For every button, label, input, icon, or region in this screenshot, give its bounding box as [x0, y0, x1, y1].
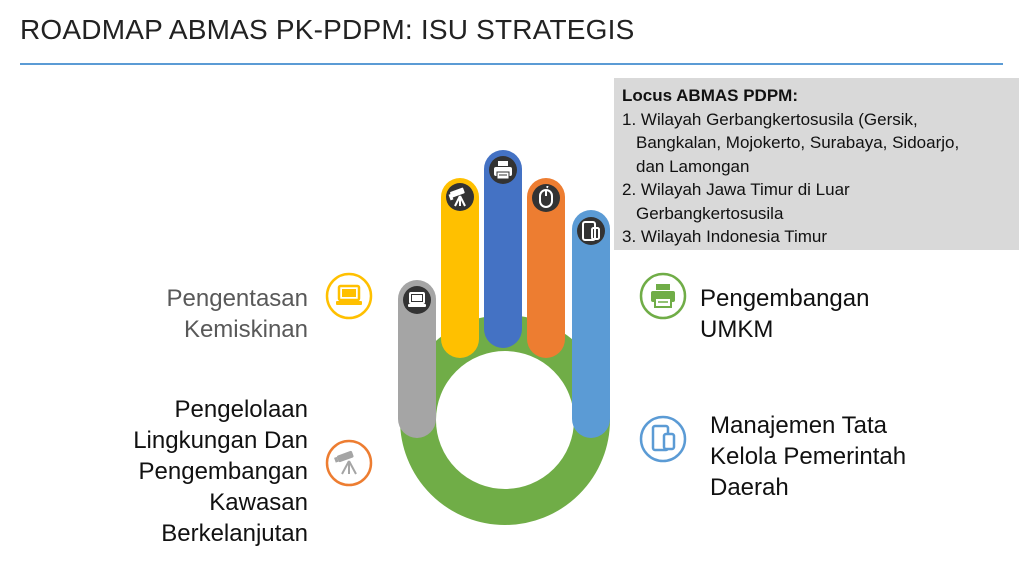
issue-environment-line: Pengelolaan [174, 396, 308, 423]
locus-item-line: 3. Wilayah Indonesia Timur [622, 227, 828, 246]
finger-yellow [441, 178, 479, 358]
issue-poverty-label: Pengentasan Kemiskinan [130, 283, 308, 345]
locus-item: 3. Wilayah Indonesia Timur [622, 225, 1009, 249]
issue-poverty-line: Pengentasan [166, 285, 308, 312]
locus-item: 2. Wilayah Jawa Timur di Luar Gerbangker… [622, 178, 1009, 225]
telescope-icon [325, 439, 373, 487]
issue-environment-line: Kawasan [209, 489, 308, 516]
issue-governance-line: Kelola Pemerintah [710, 443, 907, 470]
tablet-icon [639, 415, 687, 463]
issue-poverty-line: Kemiskinan [183, 316, 308, 343]
finger-orange-icon-circle [532, 184, 560, 212]
issue-umkm-label: Pengembangan UMKM [700, 283, 900, 345]
title-divider [20, 63, 1003, 65]
locus-item: 1. Wilayah Gerbangkertosusila (Gersik, B… [622, 108, 1009, 179]
finger-gray [398, 280, 436, 438]
issue-environment-line: Pengembangan [138, 458, 308, 485]
locus-item-line: Bangkalan, Mojokerto, Surabaya, Sidoarjo… [636, 133, 960, 152]
issue-umkm-line: Pengembangan [700, 285, 870, 312]
issue-environment-line: Berkelanjutan [161, 520, 308, 547]
finger-blue [484, 150, 522, 348]
issue-governance-label: Manajemen Tata Kelola Pemerintah Daerah [710, 410, 950, 503]
finger-lightblue [572, 210, 610, 438]
issue-governance-line: Manajemen Tata [710, 412, 887, 439]
page-title: ROADMAP ABMAS PK-PDPM: ISU STRATEGIS [20, 14, 635, 45]
printer-icon [639, 272, 687, 320]
locus-heading: Locus ABMAS PDPM: [622, 86, 798, 105]
locus-item-line: Gerbangkertosusila [636, 203, 784, 223]
locus-item-line: 2. Wilayah Jawa Timur di Luar [622, 180, 850, 199]
locus-item-line: 1. Wilayah Gerbangkertosusila (Gersik, [622, 109, 918, 129]
issue-environment-line: Lingkungan Dan [133, 427, 308, 454]
palm-ring [400, 315, 610, 525]
finger-orange [527, 178, 565, 358]
laptop-icon [325, 272, 373, 320]
laptop-icon [407, 292, 427, 308]
issue-environment-label: Pengelolaan Lingkungan Dan Pengembangan … [100, 394, 308, 549]
issue-governance-line: Daerah [710, 474, 789, 501]
issue-umkm-line: UMKM [700, 316, 774, 343]
locus-box: Locus ABMAS PDPM: 1. Wilayah Gerbangkert… [614, 78, 1019, 250]
locus-item-line: dan Lamongan [636, 156, 750, 176]
